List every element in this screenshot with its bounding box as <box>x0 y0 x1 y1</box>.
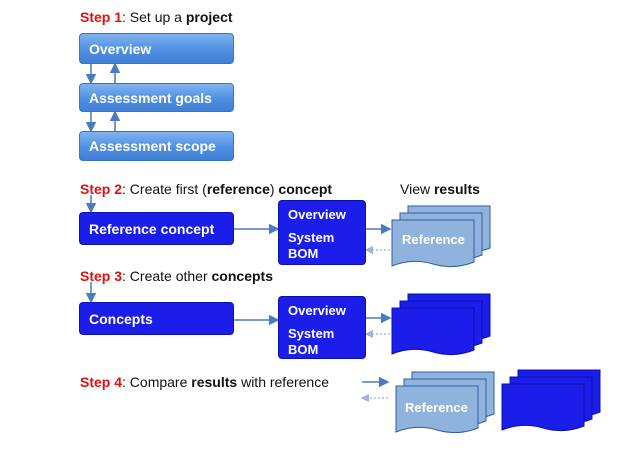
step1-text: : Set up a <box>122 9 186 25</box>
reference-details-system: System <box>288 230 335 245</box>
step4-bold: results <box>191 374 238 390</box>
overview-box[interactable]: Overview <box>79 33 234 64</box>
reference-details-box[interactable]: Overview System BOM <box>278 200 366 265</box>
step2-text-mid: ) <box>269 181 279 197</box>
view-results-bold: results <box>433 181 480 197</box>
reference-results-stack[interactable] <box>391 205 491 268</box>
concept-details-overview: Overview <box>288 303 346 318</box>
step2-number: Step 2 <box>80 181 123 197</box>
view-results-label: View results <box>400 181 480 197</box>
concept-details-system: System <box>288 326 335 341</box>
step4-heading: Step 4: Compare results with reference <box>80 374 329 390</box>
compare-reference-stack[interactable] <box>395 371 495 434</box>
compare-concept-stack[interactable] <box>501 369 601 432</box>
step4-number: Step 4 <box>80 374 123 390</box>
view-results-text: View <box>400 181 434 197</box>
step2-heading: Step 2: Create first (reference) concept <box>80 181 332 197</box>
assessment-scope-box[interactable]: Assessment scope <box>79 131 234 161</box>
reference-details-bom: BOM <box>288 246 319 261</box>
step2-text: : Create first ( <box>122 181 207 197</box>
concepts-box[interactable]: Concepts <box>79 302 234 335</box>
reference-details-overview: Overview <box>288 207 346 222</box>
reference-concept-box[interactable]: Reference concept <box>79 212 234 245</box>
concept-details-box[interactable]: Overview System BOM <box>278 296 366 359</box>
step3-number: Step 3 <box>80 268 123 284</box>
step1-number: Step 1 <box>80 9 123 25</box>
concept-results-stack[interactable] <box>391 293 491 356</box>
step2-bold-reference: reference <box>206 181 270 197</box>
assessment-goals-box[interactable]: Assessment goals <box>79 83 234 112</box>
step1-bold: project <box>185 9 233 25</box>
step1-heading: Step 1: Set up a project <box>80 9 233 25</box>
step4-text: : Compare <box>122 374 192 390</box>
step3-bold: concepts <box>211 268 273 284</box>
step4-text-post: with reference <box>237 374 330 390</box>
step3-heading: Step 3: Create other concepts <box>80 268 273 284</box>
concept-details-bom: BOM <box>288 342 319 357</box>
step2-bold-concept: concept <box>278 181 333 197</box>
step3-text: : Create other <box>122 268 212 284</box>
